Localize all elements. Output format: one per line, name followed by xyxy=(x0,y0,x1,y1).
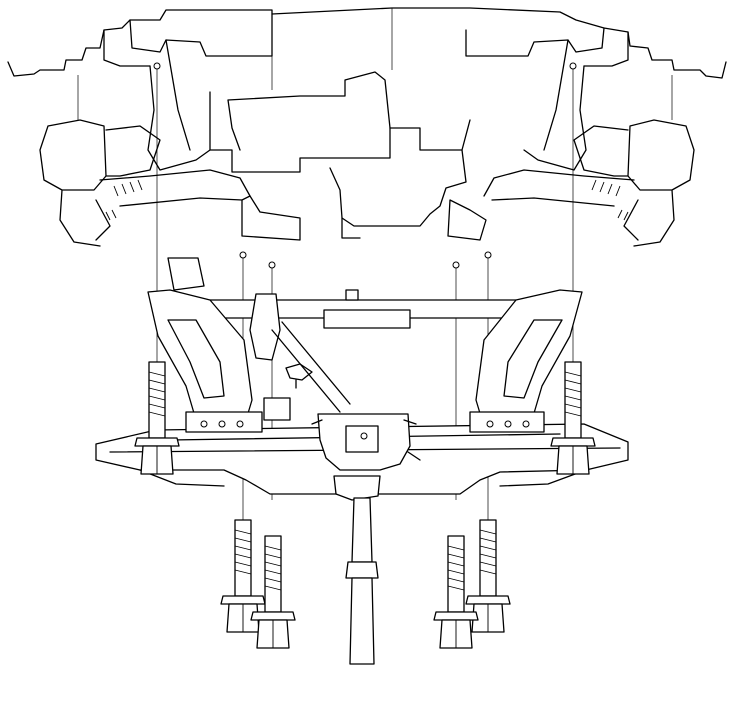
right-wheel-hub xyxy=(627,119,695,247)
bolt-left-outer xyxy=(134,361,180,475)
transmission-outline xyxy=(329,149,467,227)
steering-gear-housing xyxy=(317,413,411,471)
diagonal-brace xyxy=(271,321,351,413)
rear-mount-block xyxy=(249,293,281,361)
crossmember-rear-bar-tab xyxy=(345,289,359,301)
right-outer-mount-point xyxy=(569,62,577,70)
bracket-bolt-head xyxy=(200,420,208,428)
right-side-member-pocket xyxy=(503,319,563,399)
mount-point-left-mid xyxy=(239,251,247,259)
crossmember-front-beam-lower-lip xyxy=(139,469,587,487)
body-left-rail xyxy=(103,13,273,67)
steering-gear xyxy=(311,413,421,501)
bracket-bolt-heads xyxy=(200,420,530,428)
bolt-right-outer xyxy=(550,361,596,475)
right-side-member xyxy=(475,289,583,421)
engine-sump-outline xyxy=(227,71,391,151)
bracket-bolt-head xyxy=(522,420,530,428)
steering-gear-valve-body xyxy=(345,425,379,453)
right-lower-arm xyxy=(483,169,635,207)
bolt-left-inner xyxy=(250,535,296,649)
left-lower-arm xyxy=(99,169,251,207)
left-suspension xyxy=(39,39,251,247)
right-suspension xyxy=(483,39,695,247)
left-side-member xyxy=(147,289,253,421)
bracket-bolt-head xyxy=(236,420,244,428)
body-mount-points xyxy=(239,251,492,269)
left-side-member-pocket xyxy=(167,319,225,399)
engine-mount-bracket xyxy=(167,257,205,291)
bracket-bolt-head xyxy=(218,420,226,428)
steering-gear-fittings xyxy=(311,419,421,461)
steering-gear-port xyxy=(360,432,368,440)
body-underside xyxy=(7,7,727,241)
mount-point-right-mid xyxy=(484,251,492,259)
left-outer-mount-point xyxy=(153,62,161,70)
body-floor-outline xyxy=(7,7,727,79)
left-boot-ribs xyxy=(105,179,143,221)
bolt-right-inner xyxy=(433,535,479,649)
crossmember-bracket xyxy=(323,309,411,329)
body-right-rail xyxy=(465,27,629,67)
steering-column-shaft xyxy=(345,497,379,665)
body-center-tunnel xyxy=(209,91,471,173)
left-knuckle xyxy=(95,125,161,241)
right-lower-box xyxy=(447,199,487,241)
right-strut-tower xyxy=(523,39,587,171)
bracket-bolt-head xyxy=(486,420,494,428)
bracket-bolt-head xyxy=(504,420,512,428)
shaft-sleeve xyxy=(345,561,379,579)
center-mount-block xyxy=(263,397,291,421)
right-knuckle xyxy=(573,125,639,241)
shaft-upper xyxy=(351,497,373,563)
right-boot-ribs xyxy=(591,179,629,221)
steering-pinion-joint xyxy=(333,475,381,501)
left-wheel-hub xyxy=(39,119,107,247)
small-clamp xyxy=(285,363,313,389)
shaft-lower xyxy=(349,577,375,665)
center-lower-box xyxy=(241,195,361,241)
mount-point-left-inner xyxy=(268,261,276,269)
mount-point-right-inner xyxy=(452,261,460,269)
